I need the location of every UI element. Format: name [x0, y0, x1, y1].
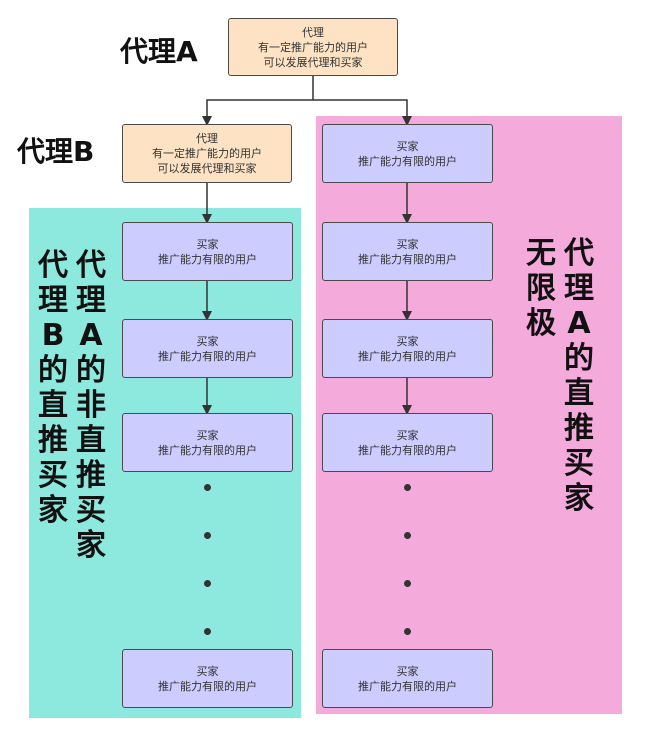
node-title: 买家 [396, 237, 419, 251]
right-region-inner-label: 代理A的直推买家 [564, 236, 594, 516]
node-title: 买家 [196, 334, 219, 348]
connector-a-trunk [202, 76, 314, 126]
node-line: 推广能力有限的用户 [358, 349, 457, 363]
node-line: 推广能力有限的用户 [358, 679, 457, 693]
buyer-node: 买家 推广能力有限的用户 [322, 222, 493, 281]
node-line: 有一定推广能力的用户 [258, 40, 368, 54]
node-title: 代理 [196, 132, 218, 145]
node-title: 买家 [196, 664, 219, 678]
connector-a-right [313, 99, 412, 126]
agent-b-label: 代理B [17, 135, 95, 168]
ellipsis-dot [204, 532, 211, 539]
ellipsis-dot [404, 580, 411, 587]
node-title: 买家 [396, 664, 419, 678]
left-region-inner-label: 代理A的非直推买家 [76, 248, 106, 563]
left-region-outer-label: 代理B的直推买家 [38, 248, 68, 528]
node-title: 买家 [196, 428, 219, 442]
node-line: 推广能力有限的用户 [158, 252, 257, 266]
node-line: 推广能力有限的用户 [358, 154, 457, 168]
node-line: 推广能力有限的用户 [158, 679, 257, 693]
agent-a-node: 代理 有一定推广能力的用户 可以发展代理和买家 [228, 18, 398, 76]
node-line: 推广能力有限的用户 [358, 443, 457, 457]
agent-b-node: 代理 有一定推广能力的用户 可以发展代理和买家 [122, 124, 292, 183]
agent-a-label: 代理A [120, 35, 198, 68]
buyer-node: 买家 推广能力有限的用户 [322, 319, 493, 378]
ellipsis-dot [204, 580, 211, 587]
buyer-node: 买家 推广能力有限的用户 [322, 413, 493, 472]
ellipsis-dot [204, 628, 211, 635]
ellipsis-dot [404, 628, 411, 635]
node-line: 有一定推广能力的用户 [152, 147, 262, 160]
node-line: 可以发展代理和买家 [157, 162, 257, 175]
ellipsis-dot [404, 484, 411, 491]
buyer-node: 买家 推广能力有限的用户 [122, 649, 293, 708]
buyer-node: 买家 推广能力有限的用户 [322, 124, 493, 183]
buyer-node: 买家 推广能力有限的用户 [122, 413, 293, 472]
buyer-node: 买家 推广能力有限的用户 [122, 222, 293, 281]
buyer-node: 买家 推广能力有限的用户 [322, 649, 493, 708]
node-title: 买家 [196, 237, 219, 251]
node-line: 推广能力有限的用户 [158, 443, 257, 457]
node-title: 买家 [396, 334, 419, 348]
node-line: 可以发展代理和买家 [263, 55, 363, 69]
buyer-node: 买家 推广能力有限的用户 [122, 319, 293, 378]
ellipsis-dot [404, 532, 411, 539]
node-title: 代理 [302, 25, 324, 39]
node-line: 推广能力有限的用户 [358, 252, 457, 266]
right-region-outer-label: 无限极 [526, 236, 556, 341]
ellipsis-dot [204, 484, 211, 491]
node-title: 买家 [396, 139, 419, 153]
node-line: 推广能力有限的用户 [158, 349, 257, 363]
node-title: 买家 [396, 428, 419, 442]
